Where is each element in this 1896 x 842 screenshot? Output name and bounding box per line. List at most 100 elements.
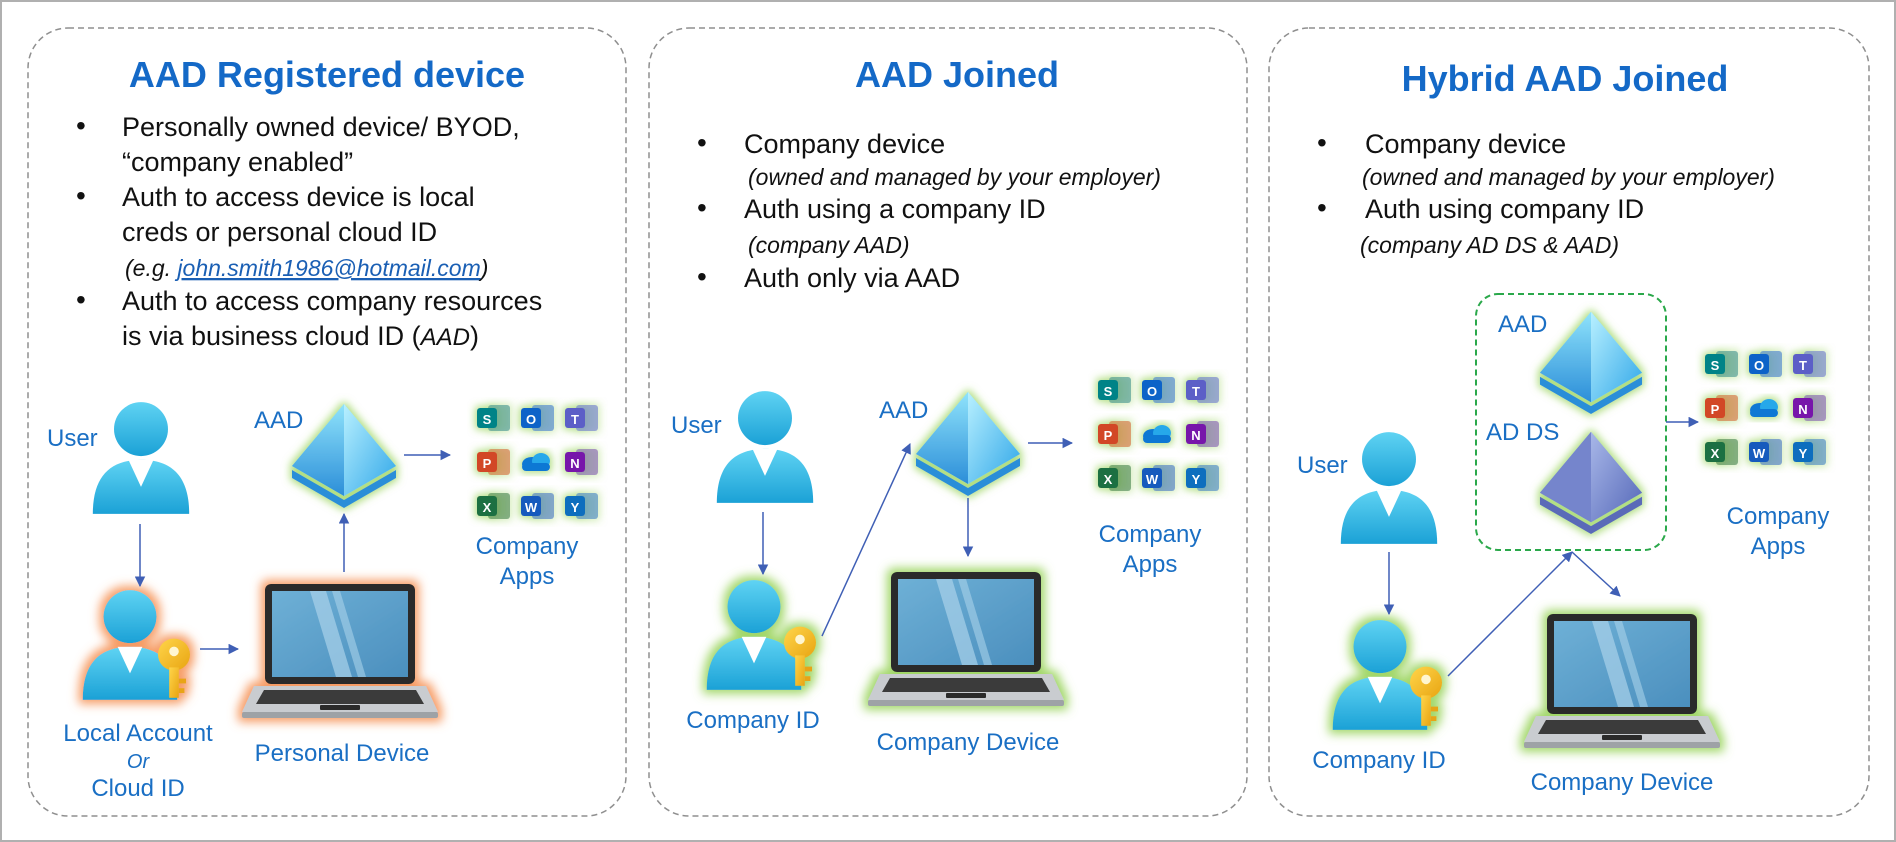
onenote-icon: N: [565, 449, 598, 475]
panel-border: [27, 27, 627, 817]
bullet-dot: •: [76, 110, 86, 141]
aad-label: AAD: [254, 407, 303, 434]
bullet-text: is via business cloud ID (AAD): [122, 321, 479, 351]
account-label: Company ID: [686, 707, 819, 734]
svg-text:T: T: [571, 412, 579, 427]
onenote-icon: N: [1186, 421, 1219, 447]
account-label: Local Account: [63, 720, 213, 747]
onedrive-icon: [1143, 425, 1171, 443]
user-label: User: [1297, 452, 1348, 479]
identity-group-border: [1475, 293, 1667, 551]
svg-text:Y: Y: [1799, 446, 1808, 461]
bullet-text: Company device: [744, 129, 945, 159]
svg-text:Y: Y: [1192, 472, 1201, 487]
panel-border: [1268, 27, 1870, 817]
bullet-text: creds or personal cloud ID: [122, 217, 437, 247]
bullet-note: (company AD DS & AAD): [1360, 232, 1619, 258]
apps-label: Apps: [1751, 533, 1806, 560]
bullet-note: (e.g. john.smith1986@hotmail.com): [125, 255, 488, 281]
apps-label: Apps: [1123, 551, 1178, 578]
note-suffix: ): [478, 255, 489, 281]
apps-label: Company: [1099, 521, 1202, 548]
arrow-identity-to-device: [1571, 551, 1621, 597]
yammer-icon: Y: [565, 493, 598, 519]
device-label: Company Device: [1531, 769, 1714, 796]
bullet-note: (company AAD): [748, 232, 909, 258]
user-label: User: [671, 412, 722, 439]
word-icon: W: [521, 493, 554, 519]
svg-text:T: T: [1799, 358, 1807, 373]
panel-title: Hybrid AAD Joined: [1402, 58, 1729, 99]
svg-text:X: X: [1104, 472, 1113, 487]
svg-text:X: X: [1711, 446, 1720, 461]
panel-title: AAD Joined: [855, 54, 1059, 95]
bullet-note: (owned and managed by your employer): [748, 164, 1161, 190]
personal-device-icon: [242, 584, 438, 718]
word-icon: W: [1142, 465, 1175, 491]
aad-label: AAD: [1498, 311, 1547, 338]
panel-border: [648, 27, 1248, 817]
bullet-dot: •: [697, 261, 707, 292]
company-device-icon: [1524, 614, 1720, 748]
powerpoint-icon: P: [1098, 421, 1131, 447]
bullet-text: Auth to access company resources: [122, 286, 542, 316]
outlook-icon: O: [1749, 351, 1782, 377]
svg-text:O: O: [1147, 384, 1157, 399]
device-label: Company Device: [877, 729, 1060, 756]
teams-icon: T: [1186, 377, 1219, 403]
email-link[interactable]: john.smith1986@hotmail.com: [174, 255, 480, 281]
svg-text:W: W: [525, 500, 538, 515]
svg-text:P: P: [1711, 402, 1720, 417]
excel-icon: X: [477, 493, 510, 519]
company-apps-grid: S O T P N X W Y: [477, 405, 598, 519]
sharepoint-icon: S: [1705, 351, 1738, 377]
powerpoint-icon: P: [477, 449, 510, 475]
teams-icon: T: [1793, 351, 1826, 377]
bullet-note: (owned and managed by your employer): [1362, 164, 1775, 190]
svg-text:O: O: [526, 412, 536, 427]
sharepoint-icon: S: [1098, 377, 1131, 403]
bullet-dot: •: [76, 180, 86, 211]
bullet-text: Company device: [1365, 129, 1566, 159]
bullet-text: Auth to access device is local: [122, 182, 475, 212]
svg-text:N: N: [1191, 428, 1200, 443]
panel-hybrid-aad-joined: Hybrid AAD Joined • Company device (owne…: [1268, 27, 1870, 817]
account-label: Cloud ID: [91, 775, 184, 802]
bullet-text-part: ): [470, 321, 479, 351]
yammer-icon: Y: [1186, 465, 1219, 491]
svg-text:N: N: [1798, 402, 1807, 417]
bullet-dot: •: [1317, 127, 1327, 158]
apps-label: Apps: [500, 563, 555, 590]
bullet-text: “company enabled”: [122, 147, 353, 177]
account-label-or: Or: [127, 751, 151, 773]
bullet-dot: •: [697, 192, 707, 223]
account-label: Company ID: [1312, 747, 1445, 774]
note-prefix: (e.g.: [125, 255, 177, 281]
svg-text:O: O: [1754, 358, 1764, 373]
onenote-icon: N: [1793, 395, 1826, 421]
svg-text:W: W: [1753, 446, 1766, 461]
arrow-company-id-to-aad: [821, 443, 911, 637]
user-label: User: [47, 425, 98, 452]
bullet-dot: •: [697, 127, 707, 158]
svg-text:T: T: [1192, 384, 1200, 399]
arrow-company-id-to-identity: [1447, 551, 1573, 677]
bullet-text: Auth only via AAD: [744, 263, 960, 293]
svg-text:S: S: [1711, 358, 1720, 373]
onedrive-icon: [1750, 399, 1778, 417]
bullet-dot: •: [76, 284, 86, 315]
powerpoint-icon: P: [1705, 395, 1738, 421]
panel-aad-registered: AAD Registered device • Personally owned…: [27, 27, 627, 817]
excel-icon: X: [1098, 465, 1131, 491]
sharepoint-icon: S: [477, 405, 510, 431]
svg-text:X: X: [483, 500, 492, 515]
apps-label: Company: [1727, 503, 1830, 530]
svg-text:P: P: [1104, 428, 1113, 443]
company-apps-grid: S O T P N X W Y: [1705, 351, 1826, 465]
bullet-italic: AAD: [419, 324, 470, 351]
bullet-text: Personally owned device/ BYOD,: [122, 112, 520, 142]
aad-label: AAD: [879, 397, 928, 424]
svg-text:P: P: [483, 456, 492, 471]
